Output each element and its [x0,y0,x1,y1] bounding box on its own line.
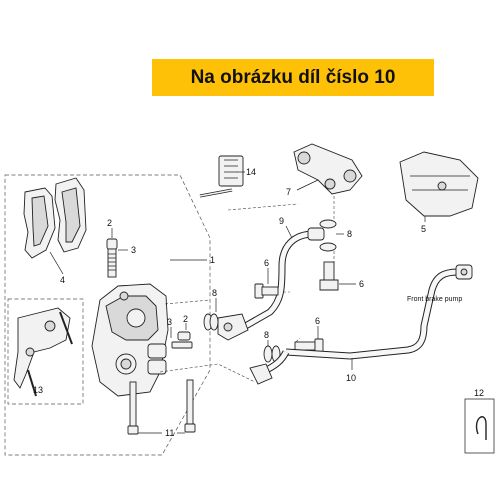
hose-clip-12 [464,398,495,454]
banner-background [152,59,434,96]
callout-3a: 3 [131,245,136,255]
bracket-subframe [7,298,84,405]
brake-pads [23,177,87,259]
upper-brake-hose [217,227,325,341]
leader-4 [49,251,64,275]
caliper-mounting-bolts [127,379,196,435]
callout-14: 14 [246,167,256,177]
callout-11: 11 [165,428,174,438]
callout-2a: 2 [107,218,112,228]
leader-9 [285,225,293,239]
part-number-banner: Na obrázku díl číslo 10 [152,59,434,96]
callout-9: 9 [279,216,284,226]
callout-6a: 6 [264,258,269,268]
brake-pump-cover [399,151,479,217]
brake-line-junction [293,143,363,195]
caliper-bracket [13,307,73,397]
banjo-bolt-lower [294,338,324,354]
callout-5: 5 [421,224,426,234]
callout-1: 1 [210,255,215,265]
callout-6c: 6 [315,316,320,326]
banner-title: Na obrázku díl číslo 10 [190,66,396,88]
callout-3b: 3 [167,317,172,327]
front-brake-line-10 [249,264,473,385]
dash-pin-tee [227,203,299,211]
dash-caliper-line [159,363,256,383]
callout-8c: 8 [347,229,352,239]
banjo-bolt-left [254,283,279,299]
callout-13: 13 [33,385,43,395]
banjo-bolt-upper [319,261,339,291]
bleeder-valve [106,238,118,278]
callout-8a: 8 [212,288,217,298]
dash-caliper-hose [164,299,211,305]
pin-and-clip-14 [199,155,244,198]
washers-left [203,313,219,331]
leader-7 [296,179,319,191]
callout-10: 10 [346,373,356,383]
brake-caliper-body [91,283,169,397]
front-brake-pump-label: Front brake pump [407,296,462,303]
callout-2b: 2 [183,314,188,324]
dash-bolt6-line [295,337,301,343]
callout-12: 12 [474,388,484,398]
callout-6b: 6 [359,279,364,289]
callout-4: 4 [60,275,65,285]
washers-upper [319,219,337,252]
callout-8b: 8 [264,330,269,340]
caliper-assembly-frame [4,174,211,456]
bleeder-screw-2 [171,331,193,349]
callout-7: 7 [286,187,291,197]
